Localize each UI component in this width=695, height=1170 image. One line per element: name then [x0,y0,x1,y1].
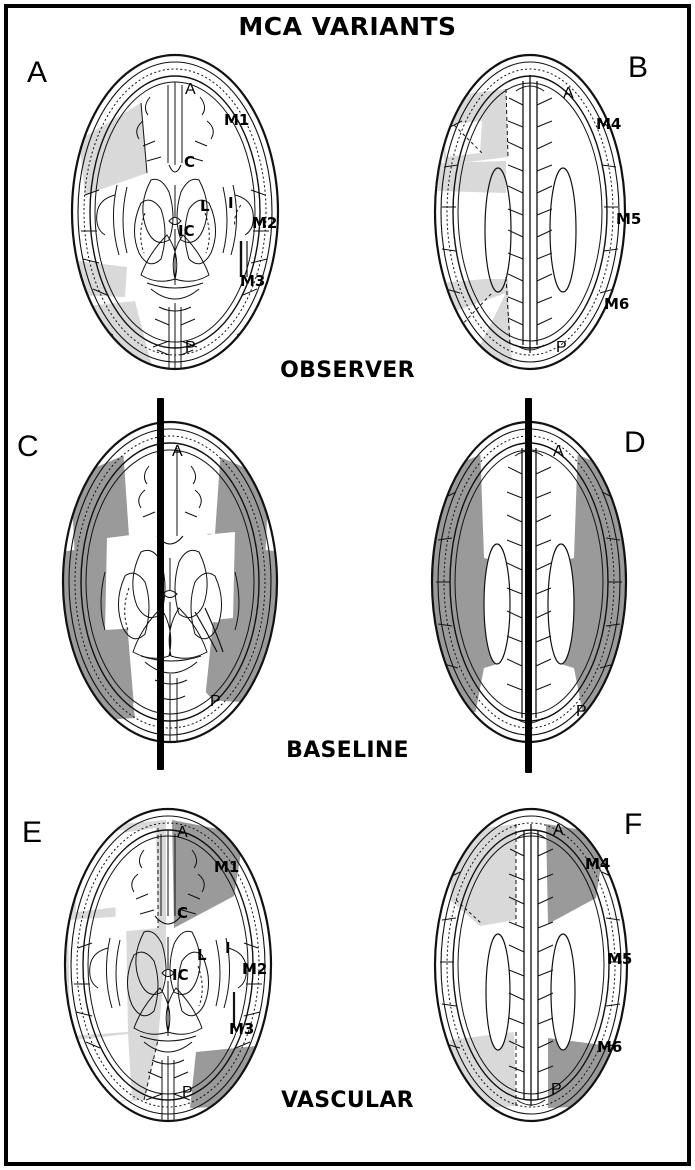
label-A-ACA: A [185,81,196,98]
label-E-ACA: A [177,824,188,841]
label-A-PCA: P [185,339,196,356]
label-B-M4: M4 [596,115,622,133]
label-C-ACA: A [172,443,183,460]
label-E-M2: M2 [242,960,268,978]
label-E-PCA: P [182,1084,193,1101]
label-B-PCA: P [556,339,567,356]
panel-F: F [420,800,642,1130]
page-title: MCA VARIANTS [238,12,457,41]
label-B-ACA: A [563,85,574,102]
label-F-M6: M6 [597,1038,623,1056]
label-F-PCA: P [551,1081,562,1098]
brain-diagram-C [61,420,279,744]
label-A-M1: M1 [224,111,250,129]
label-D-PCA: P [576,703,587,720]
label-B-M5: M5 [616,210,642,228]
panel-E: E [22,800,288,1130]
panel-letter-D: D [624,426,646,459]
label-E-I: I [225,939,231,957]
label-A-IC: IC [178,222,195,240]
label-D-ACA: A [553,443,564,460]
row-label-vascular: VASCULAR [281,1088,414,1113]
panel-B: B [420,45,648,380]
label-E-IC: IC [172,966,189,984]
label-A-I: I [228,194,234,212]
label-F-M5: M5 [607,950,633,968]
label-E-M3: M3 [229,1020,255,1038]
panel-letter-F: F [624,808,643,841]
label-F-M4: M4 [585,855,611,873]
panel-letter-C: C [17,430,39,463]
brain-diagram-B [433,53,627,371]
panel-letter-E: E [22,816,43,849]
midline-bar-D [525,398,532,773]
figure-border [4,4,691,1166]
label-F-ACA: A [553,822,564,839]
midline-bar-C [157,398,164,770]
label-B-M6: M6 [604,295,630,313]
row-label-baseline: BASELINE [286,738,409,763]
brain-diagram-F [433,807,629,1123]
panel-letter-A: A [27,56,48,89]
panel-A: A [27,45,295,380]
panel-C: C [17,412,295,752]
label-E-M1: M1 [214,858,240,876]
brain-diagram-A [70,53,280,371]
brain-diagram-E [63,807,273,1123]
label-A-L: L [200,197,210,215]
label-A-C: C [184,153,196,171]
label-A-M3: M3 [240,272,266,290]
label-C-PCA: P [210,693,221,710]
panel-letter-B: B [628,51,649,84]
row-label-observer: OBSERVER [280,358,415,383]
label-E-L: L [197,946,207,964]
label-A-M2: M2 [252,214,278,232]
label-E-C: C [177,904,189,922]
